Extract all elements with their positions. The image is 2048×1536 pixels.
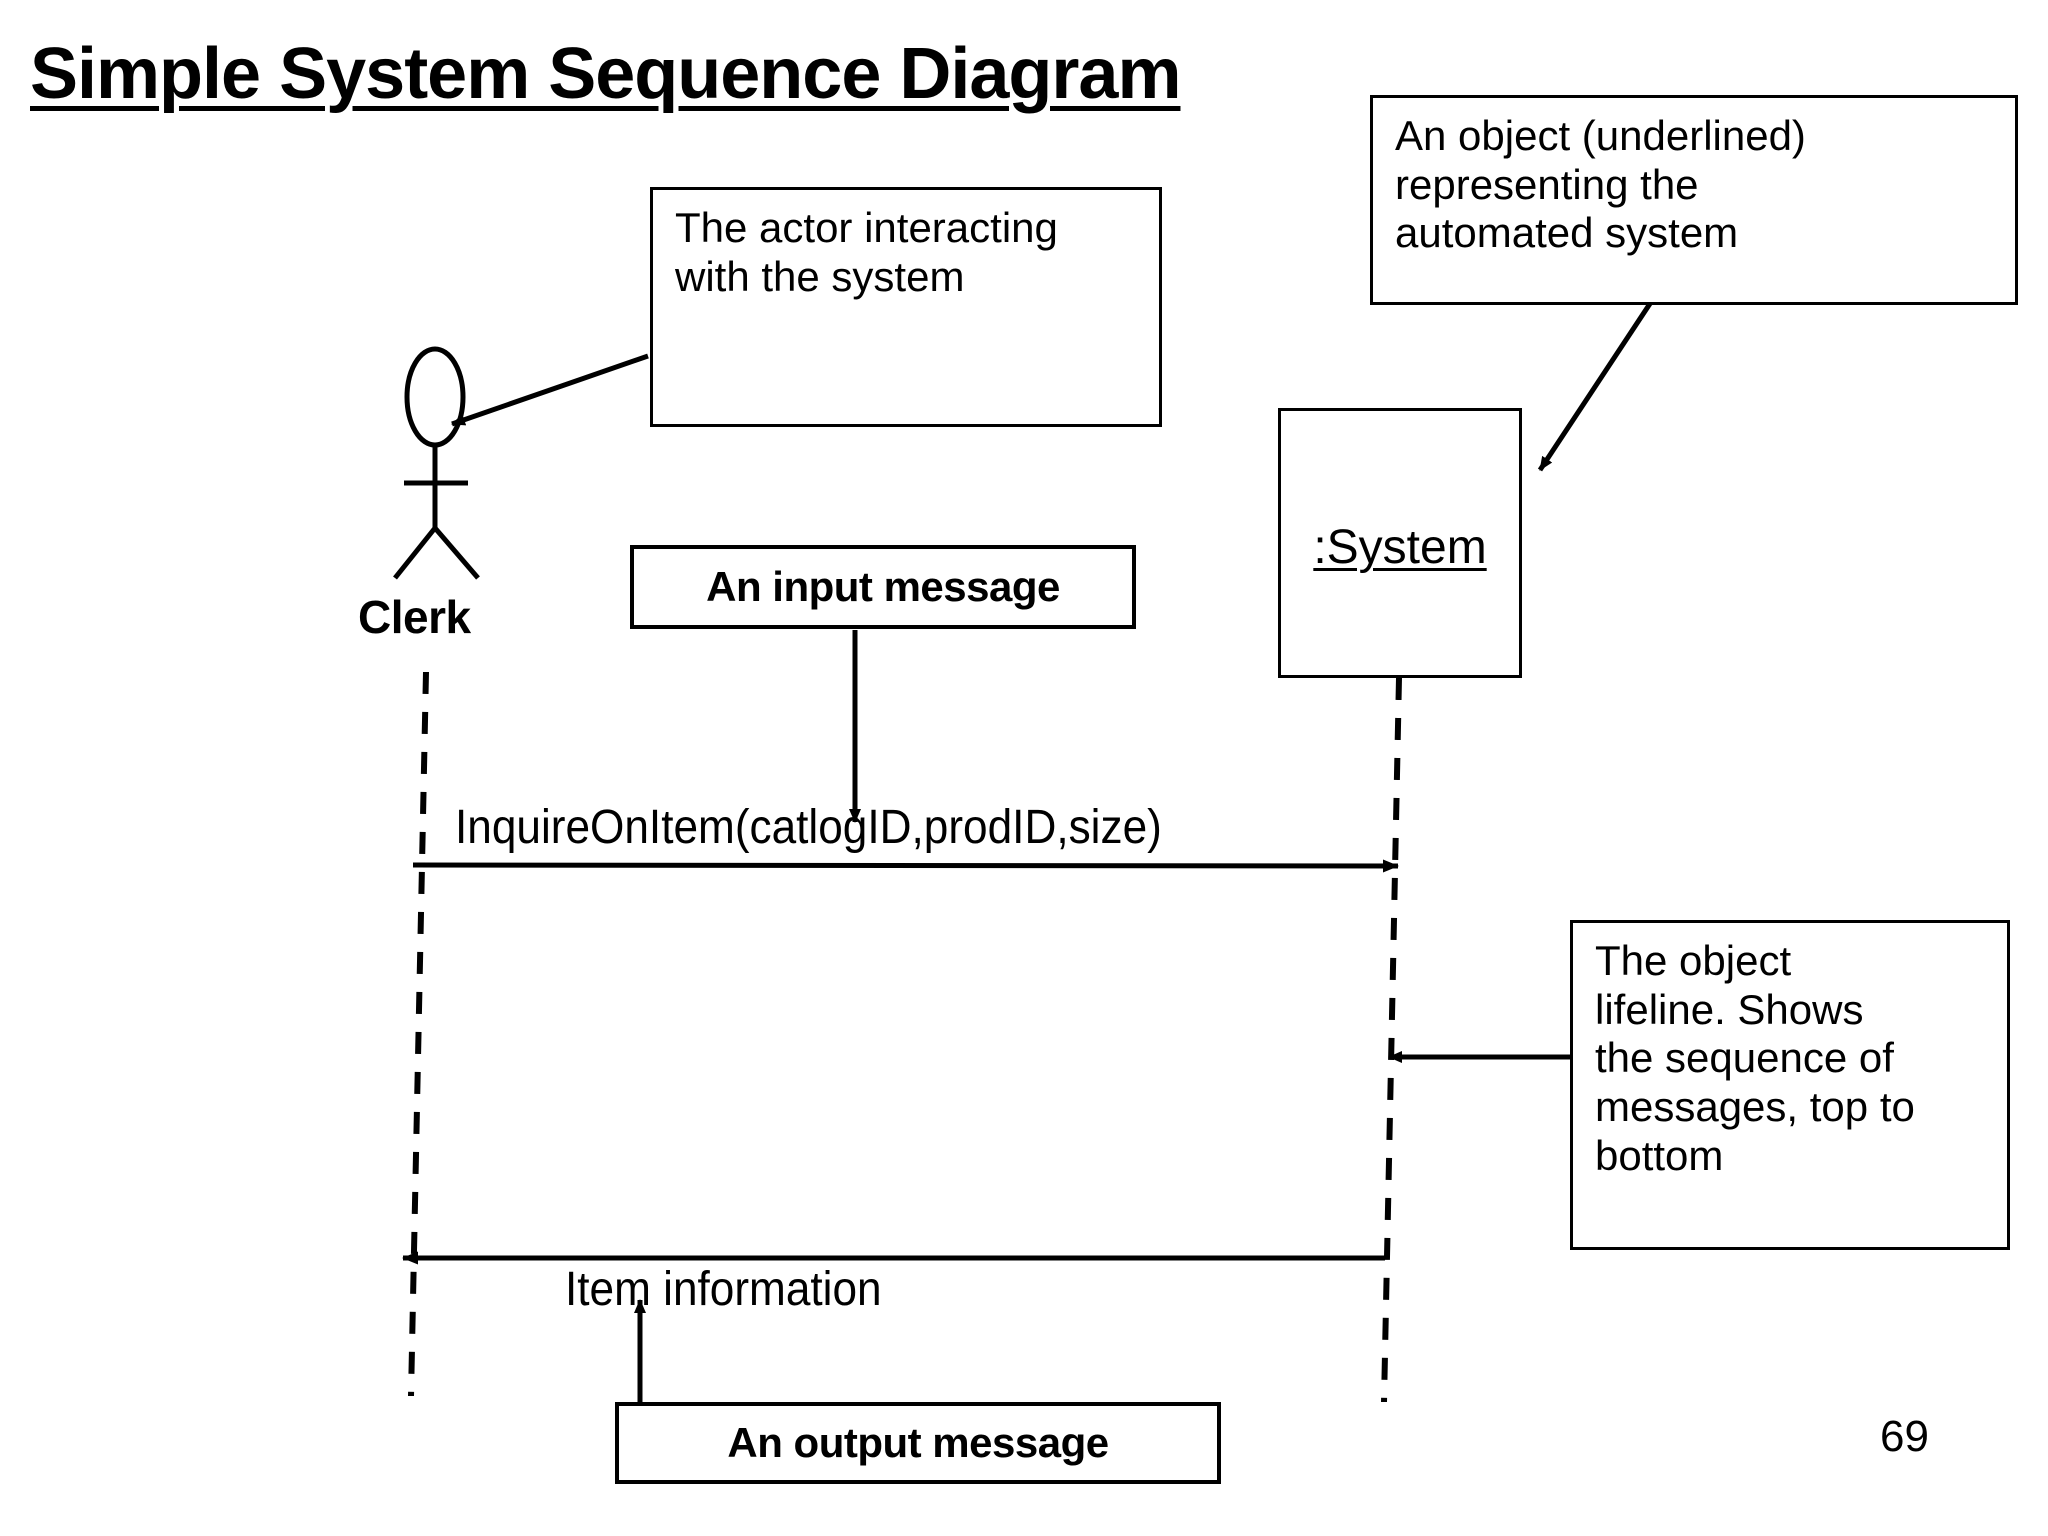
callout-lifeline-note-line-3: the sequence of xyxy=(1595,1034,1894,1082)
leader-actor-note xyxy=(451,353,649,427)
callout-lifeline-note-line-1: The object xyxy=(1595,937,1792,984)
page-number: 69 xyxy=(1880,1412,1929,1461)
message-label-response: Item information xyxy=(565,1263,882,1316)
system-object-box xyxy=(1278,408,1522,678)
actor-lifeline xyxy=(408,671,429,1397)
callout-actor-note-line-2: with the system xyxy=(675,252,965,300)
callout-lifeline-note-line-5: bottom xyxy=(1595,1131,1724,1179)
system-lifeline xyxy=(1381,677,1402,1403)
actor-stick-figure-icon xyxy=(393,346,480,580)
callout-object-note-line-2: representing the xyxy=(1395,160,1699,208)
callout-object-note-line-3: automated system xyxy=(1395,209,1739,257)
callout-input-message-note: An input message xyxy=(630,545,1136,629)
callout-lifeline-note-line-2: lifeline. Shows xyxy=(1595,985,1864,1033)
callout-output-message-note: An output message xyxy=(615,1402,1221,1484)
message-label-request: InquireOnItem(catlogID,prodID,size) xyxy=(455,801,1162,854)
callout-object-note: An object (underlined) representing the … xyxy=(1370,95,2018,305)
message-arrow-request xyxy=(412,859,1399,873)
system-object-label: :System xyxy=(1313,521,1487,574)
callout-lifeline-note: The object lifeline. Shows the sequence … xyxy=(1570,920,2010,1250)
callout-actor-note-line-1: The actor interacting xyxy=(675,204,1058,251)
callout-object-note-line-1: An object (underlined) xyxy=(1395,112,1806,159)
callout-lifeline-note-line-4: messages, top to xyxy=(1595,1083,1915,1131)
callout-actor-note: The actor interacting with the system xyxy=(650,187,1162,427)
page-title: Simple System Sequence Diagram xyxy=(30,34,1181,114)
actor-name-label: Clerk xyxy=(358,591,471,643)
leader-object-note xyxy=(1537,291,1660,472)
